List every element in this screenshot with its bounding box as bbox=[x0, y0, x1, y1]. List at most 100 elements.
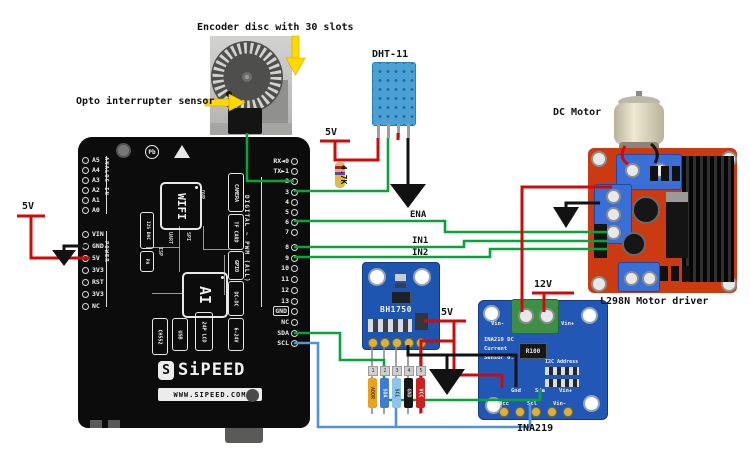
corner-screw bbox=[591, 276, 607, 292]
pin-label: RX◄0 bbox=[273, 157, 289, 165]
pin-pad bbox=[291, 286, 298, 294]
jumper-label: ADDR bbox=[369, 386, 376, 400]
pin-label: VIN bbox=[92, 230, 104, 238]
terminal-screw bbox=[625, 163, 640, 178]
module-label: DC-DC bbox=[233, 290, 239, 307]
bh1750-pad bbox=[368, 338, 378, 348]
smd-row bbox=[545, 367, 579, 375]
gnd-arrow-l298n bbox=[553, 207, 579, 228]
encoder-disc bbox=[211, 41, 283, 113]
module-label: PA bbox=[144, 258, 150, 265]
pin-rx0: RX◄0 bbox=[273, 156, 298, 166]
chip-dot bbox=[195, 186, 198, 189]
pin-label: 11 bbox=[281, 275, 289, 283]
pin-label: A4 bbox=[92, 166, 100, 174]
bus-label-dvp: DVP bbox=[199, 190, 205, 200]
module-tfcard: TF CARD bbox=[228, 214, 244, 250]
smd-part bbox=[415, 313, 428, 330]
vin-terminal-block bbox=[511, 299, 559, 334]
jumper-number: 5 bbox=[416, 366, 426, 376]
bh1750-pad bbox=[416, 338, 426, 348]
pin-pad bbox=[291, 188, 298, 196]
pin-pad bbox=[291, 218, 298, 226]
pin-2: 2 bbox=[285, 176, 298, 186]
label-5v-left: 5V bbox=[22, 201, 35, 212]
pin-7: 7 bbox=[285, 227, 298, 237]
bh1750-chip bbox=[391, 291, 411, 304]
motor-body bbox=[614, 103, 664, 145]
mounting-hole bbox=[116, 143, 131, 158]
module-gpio: GPIO bbox=[228, 251, 244, 280]
pin-3v3-a: 3V3 bbox=[82, 265, 104, 275]
smd-row bbox=[545, 379, 579, 387]
shunt-resistor: R100 bbox=[519, 343, 547, 359]
pin-rst: RST bbox=[82, 277, 104, 287]
pin-12: 12 bbox=[281, 285, 298, 295]
jumper-sleeve-addr: ADDR bbox=[368, 378, 377, 408]
silk-title-1: INA219 DC bbox=[484, 337, 514, 343]
pin-pad bbox=[291, 318, 298, 326]
l298n-label: L298N Motor driver bbox=[600, 296, 709, 307]
chip-dot bbox=[221, 276, 224, 279]
smd-part bbox=[395, 274, 406, 281]
pin-label: 3V3 bbox=[92, 290, 104, 298]
smd-row bbox=[368, 319, 412, 332]
pin-pad bbox=[82, 230, 89, 238]
terminal-screw bbox=[518, 308, 534, 324]
pin-3: 3 bbox=[285, 187, 298, 197]
diode bbox=[682, 266, 690, 281]
pin-pad bbox=[291, 254, 298, 262]
in2-label: IN2 bbox=[412, 248, 429, 258]
module-6-24v: 6-24V bbox=[228, 318, 244, 351]
dht-label: DHT-11 bbox=[372, 49, 409, 60]
pin-label: A1 bbox=[92, 196, 100, 204]
maixduino-board: Pb A5 A4 A3 A2 A1 A0 ANALOG IN VIN GND 5… bbox=[78, 137, 310, 428]
pin-pad bbox=[291, 177, 298, 185]
jumper-label: SDA bbox=[381, 388, 388, 398]
pin-pad bbox=[291, 208, 298, 216]
silk-vin-plus: Vin+ bbox=[561, 321, 575, 327]
pin-10: 10 bbox=[281, 263, 298, 273]
pin-pad bbox=[82, 290, 89, 298]
pcb-trace bbox=[203, 249, 229, 250]
jumper-number: 4 bbox=[404, 366, 414, 376]
pin-label: 3V3 bbox=[92, 266, 104, 274]
ina219-pad bbox=[563, 407, 573, 417]
dht11-pin bbox=[377, 124, 380, 138]
pin-pad bbox=[291, 339, 298, 347]
terminal-screw bbox=[539, 308, 555, 324]
silk-vin-minus-pin: Vin- bbox=[553, 401, 567, 407]
esd-warning-icon bbox=[174, 145, 190, 158]
analog-bracket bbox=[106, 156, 107, 214]
pin-pad bbox=[82, 254, 89, 262]
pin-label: SCL bbox=[277, 339, 289, 347]
pin-pad bbox=[82, 186, 89, 194]
pcb-trace bbox=[203, 226, 204, 250]
wire-in1 bbox=[294, 239, 607, 249]
pin-nc-left: NC bbox=[82, 301, 100, 311]
module-label: GPIO bbox=[232, 259, 239, 272]
pcb-trace bbox=[152, 293, 182, 294]
analog-header: ANALOG IN bbox=[103, 157, 109, 196]
pin-gnd-right: GND bbox=[273, 306, 298, 316]
pin-pad bbox=[291, 275, 298, 283]
dc-motor bbox=[610, 91, 668, 156]
pin-vin: VIN bbox=[82, 229, 104, 239]
pin-3v3-b: 3V3 bbox=[82, 289, 104, 299]
encoder-label: Encoder disc with 30 slots bbox=[197, 22, 354, 33]
module-label: CAMERA bbox=[233, 183, 239, 202]
pin-pad bbox=[82, 196, 89, 204]
bus-label-isp: ISP bbox=[157, 247, 163, 257]
pin-a0: A0 bbox=[82, 205, 100, 215]
pin-label: SDA bbox=[277, 329, 289, 337]
gnd-arrow-mid bbox=[429, 369, 465, 395]
pin-scl: SCL bbox=[277, 338, 298, 348]
sipeed-logo-mark: S bbox=[158, 361, 174, 380]
ina219-board: Vin- Vin+ INA219 DC Current Sensor 0.1 R… bbox=[478, 299, 608, 420]
pin-pad bbox=[291, 157, 298, 165]
pin-label: 10 bbox=[281, 264, 289, 272]
power-bracket bbox=[106, 231, 107, 307]
board-pad-circle bbox=[246, 389, 259, 402]
terminal-screw bbox=[624, 271, 639, 286]
pullup-label: 4.7K bbox=[339, 165, 348, 185]
